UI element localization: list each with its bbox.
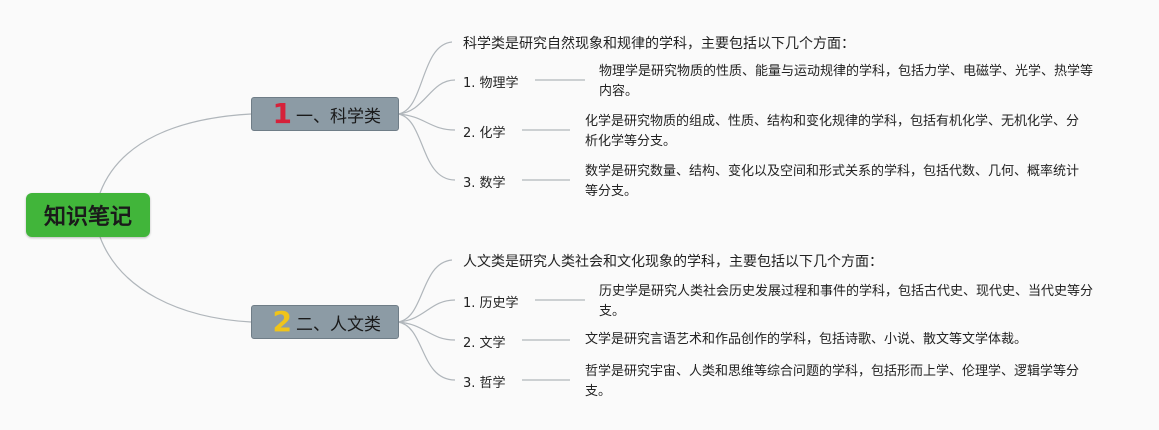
connector-humanities-intro — [397, 259, 453, 323]
root-label: 知识笔记 — [43, 205, 132, 230]
topic-literature[interactable]: 2. 文学 — [463, 336, 506, 351]
connector-humanities-philosophy — [397, 321, 456, 381]
branch-science-node[interactable]: 1 一、科学类 — [251, 97, 399, 131]
topic-chemistry[interactable]: 2. 化学 — [463, 126, 506, 141]
root-node[interactable]: 知识笔记 — [26, 193, 150, 237]
number-one-icon: 1 — [272, 97, 292, 130]
branch-science-label: 一、科学类 — [296, 106, 381, 127]
connector-root-science — [99, 113, 252, 194]
desc-history: 历史学是研究人类社会历史发展过程和事件的学科，包括古代史、现代史、当代史等分支。 — [599, 284, 1094, 319]
desc-chemistry: 化学是研究物质的组成、性质、结构和变化规律的学科，包括有机化学、无机化学、分析化… — [585, 114, 1080, 149]
desc-math: 数学是研究数量、结构、变化以及空间和形式关系的学科，包括代数、几何、概率统计等分… — [585, 164, 1080, 199]
connector-humanities-literature — [397, 321, 456, 341]
topic-philosophy[interactable]: 3. 哲学 — [463, 376, 506, 391]
connector-science-chemistry — [397, 113, 456, 131]
connector-science-intro — [397, 41, 453, 115]
desc-literature: 文学是研究言语艺术和作品创作的学科，包括诗歌、小说、散文等文学体裁。 — [585, 332, 1028, 347]
science-intro: 科学类是研究自然现象和规律的学科，主要包括以下几个方面： — [463, 36, 855, 52]
topic-math[interactable]: 3. 数学 — [463, 176, 506, 191]
connector-science-math — [397, 113, 456, 181]
humanities-intro: 人文类是研究人类社会和文化现象的学科，主要包括以下几个方面： — [463, 254, 883, 270]
connector-humanities-history — [397, 299, 456, 323]
desc-philosophy: 哲学是研究宇宙、人类和思维等综合问题的学科，包括形而上学、伦理学、逻辑学等分支。 — [585, 364, 1080, 399]
number-two-icon: 2 — [272, 305, 292, 338]
topic-physics[interactable]: 1. 物理学 — [463, 76, 519, 91]
branch-humanities-label: 二、人文类 — [296, 314, 381, 335]
topic-history[interactable]: 1. 历史学 — [463, 296, 519, 311]
branch-humanities-node[interactable]: 2 二、人文类 — [251, 305, 399, 339]
desc-physics: 物理学是研究物质的性质、能量与运动规律的学科，包括力学、电磁学、光学、热学等内容… — [599, 64, 1094, 99]
connector-science-physics — [397, 79, 456, 115]
connector-root-humanities — [99, 236, 252, 323]
